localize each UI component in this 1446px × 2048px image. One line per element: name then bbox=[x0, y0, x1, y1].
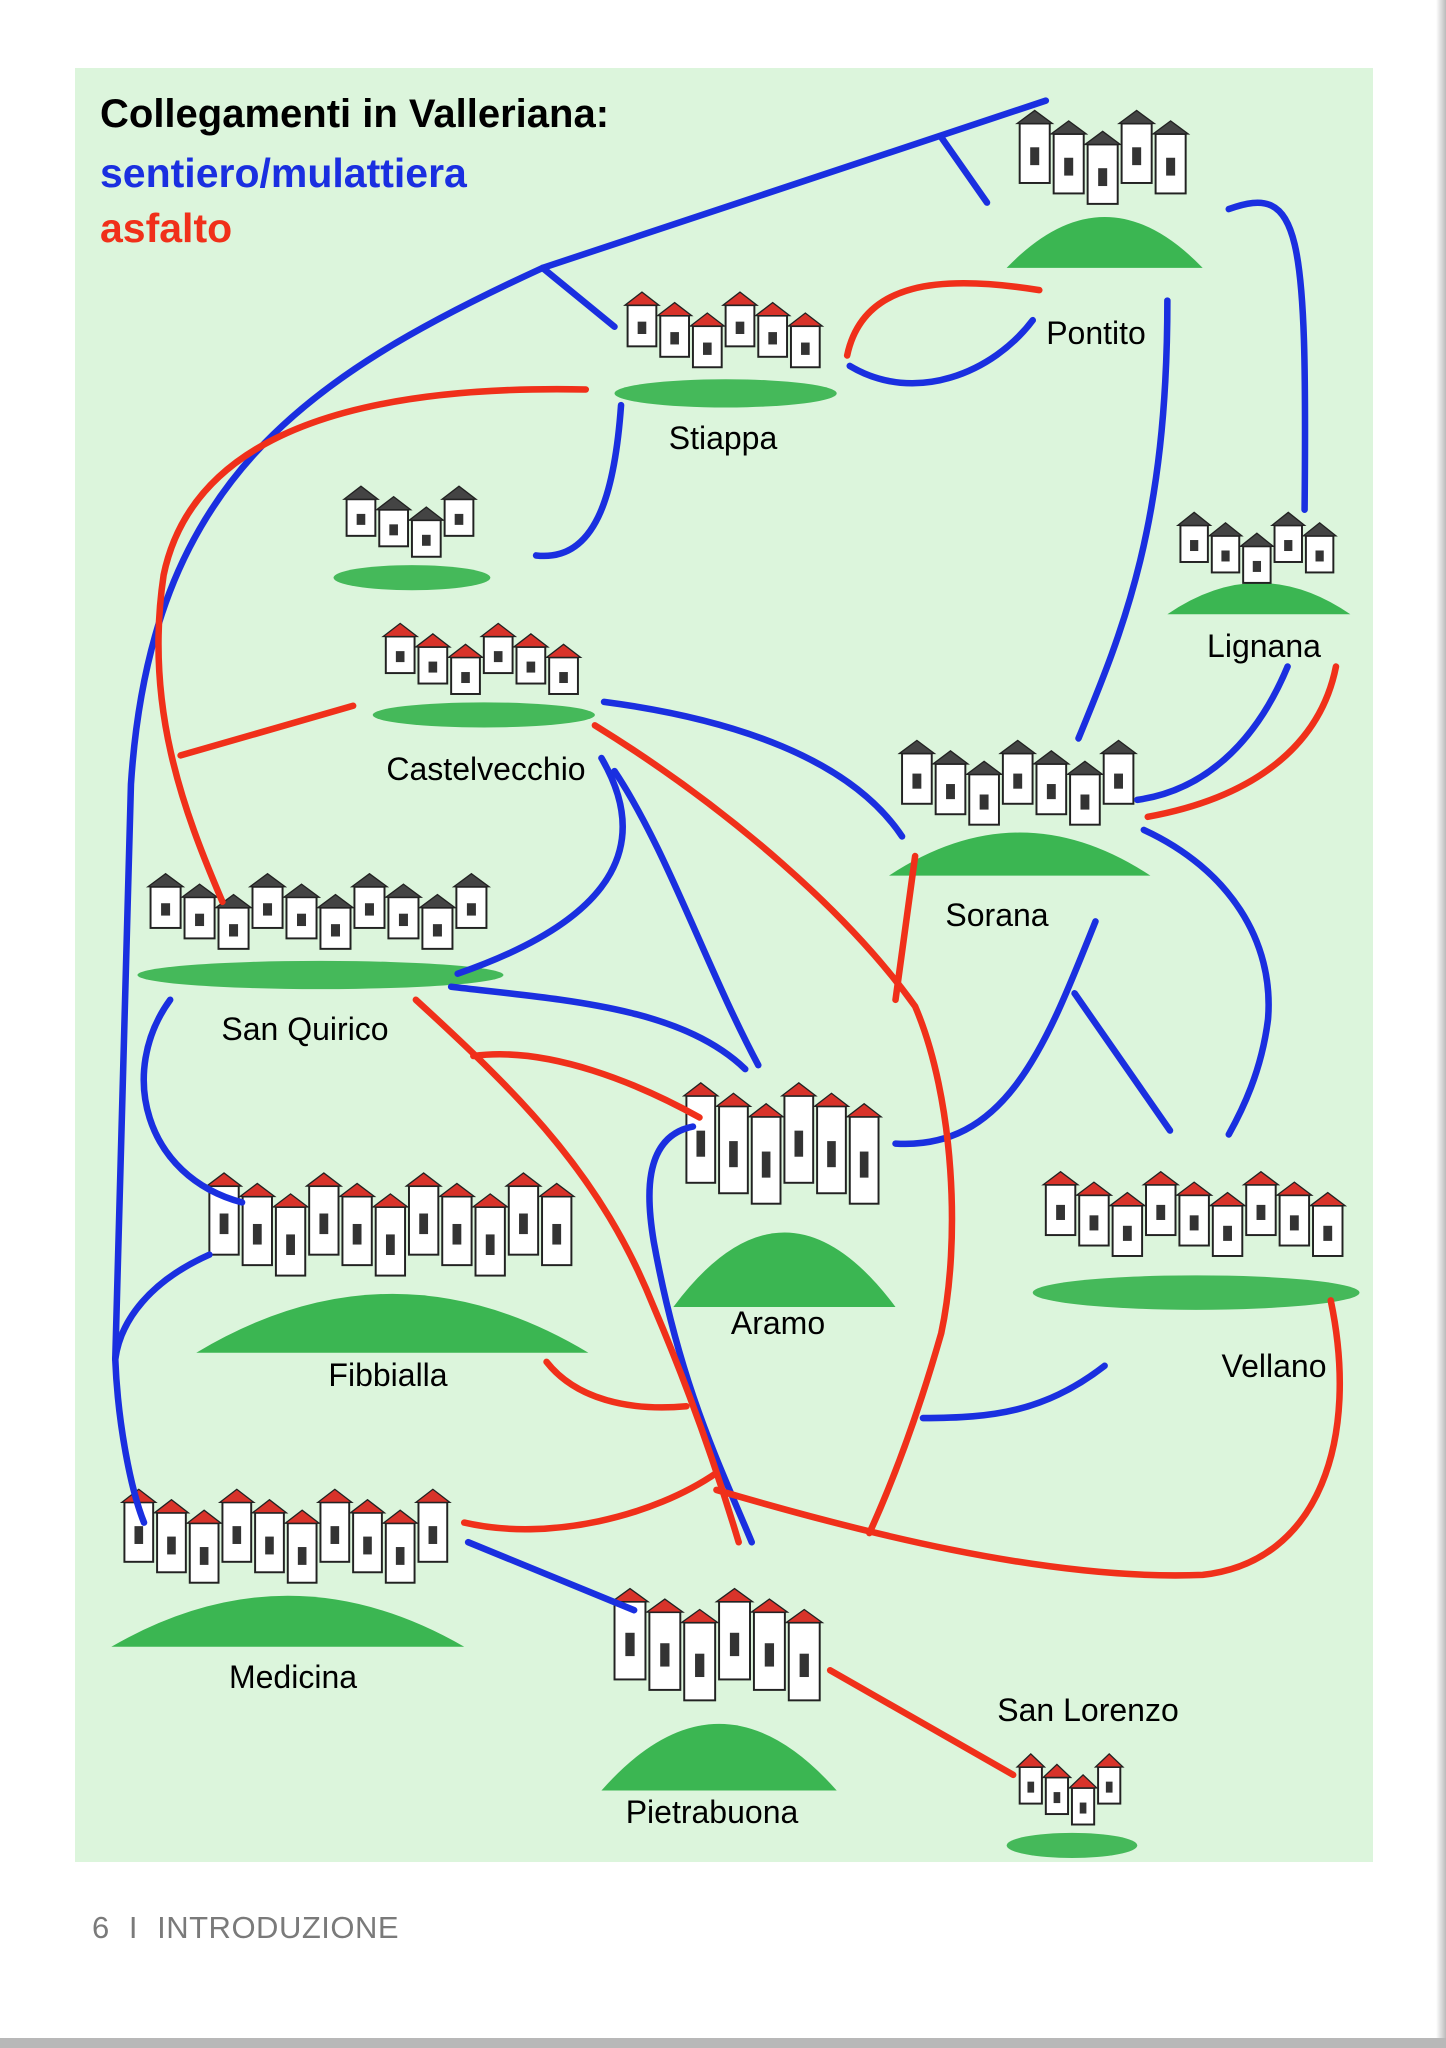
path-branch-pontito bbox=[937, 133, 991, 206]
town-illustrations bbox=[111, 109, 1360, 1858]
path-pontito-sorana bbox=[1075, 297, 1171, 742]
page-number: 6 bbox=[92, 1910, 110, 1945]
town-illustration-pontito bbox=[1006, 109, 1203, 268]
town-label-fibbialla: Fibbialla bbox=[328, 1357, 448, 1393]
path-sorana-aramo bbox=[892, 918, 1099, 1147]
path-pontito-lignana bbox=[1225, 199, 1309, 513]
town-illustration-vellano bbox=[1032, 1170, 1360, 1310]
path-fibbialla-medicina bbox=[111, 1251, 213, 1363]
town-label-medicina: Medicina bbox=[228, 1659, 358, 1695]
path-sorana-vellano-east bbox=[1140, 826, 1272, 1138]
town-label-castelvecchio: Castelvecchio bbox=[386, 751, 586, 787]
town-label-vellano: Vellano bbox=[1221, 1348, 1327, 1384]
page-footer: 6 I INTRODUZIONE bbox=[92, 1910, 399, 1946]
roads bbox=[155, 279, 1344, 1779]
footpaths bbox=[111, 97, 1309, 1614]
road-to-aramo bbox=[470, 1051, 703, 1121]
road-vellano-loop bbox=[713, 1297, 1344, 1579]
path-castelvecchio-sanquirico bbox=[454, 754, 626, 977]
path-sanquirico-aramo bbox=[447, 983, 749, 1073]
path-sanquirico-fibbialla bbox=[140, 996, 246, 1206]
town-illustration-san-lorenzo bbox=[1006, 1753, 1138, 1858]
road-stiappa-pontito bbox=[843, 279, 1043, 359]
road-castelvecchio-south bbox=[591, 722, 956, 1537]
town-label-sorana: Sorana bbox=[945, 897, 1049, 933]
path-lignana-sorana bbox=[1134, 663, 1291, 804]
town-illustration-castelvecchio bbox=[372, 622, 595, 728]
town-label-stiappa: Stiappa bbox=[668, 420, 778, 456]
path-castelvecchio-aramo bbox=[611, 767, 762, 1069]
road-lignana-sorana bbox=[1144, 663, 1340, 821]
path-outer-loop bbox=[111, 97, 1050, 1526]
town-illustration-castelvecchio-church bbox=[333, 485, 491, 591]
footer-separator: I bbox=[128, 1910, 138, 1945]
legend-road: asfalto bbox=[100, 205, 233, 251]
road-stiappa-sanquirico bbox=[155, 385, 590, 906]
path-stiappa-pontito bbox=[846, 316, 1037, 387]
town-illustration-lignana bbox=[1167, 511, 1351, 615]
page-edge-bottom bbox=[0, 2038, 1446, 2048]
town-label-san-lorenzo: San Lorenzo bbox=[997, 1692, 1179, 1728]
town-illustration-san-quirico bbox=[137, 872, 504, 990]
town-illustration-sorana bbox=[888, 739, 1151, 876]
road-fibbialla bbox=[543, 1358, 690, 1411]
road-castelvecchio-west bbox=[177, 702, 357, 759]
map-title: Collegamenti in Valleriana: bbox=[100, 92, 610, 136]
path-vellano-west bbox=[919, 1362, 1108, 1422]
path-stiappa-castelvecchio bbox=[532, 401, 625, 560]
town-label-lignana: Lignana bbox=[1207, 628, 1321, 664]
legend-footpath: sentiero/mulattiera bbox=[100, 150, 467, 196]
town-illustration-fibbialla bbox=[196, 1172, 589, 1353]
road-sanquirico-pietrabuona bbox=[412, 996, 742, 1546]
town-illustration-medicina bbox=[111, 1488, 465, 1647]
path-sorana-vellano bbox=[1071, 990, 1174, 1134]
path-castelvecchio-sorana bbox=[600, 698, 906, 840]
town-illustration-stiappa bbox=[614, 291, 837, 408]
path-medicina-pietrabuona bbox=[464, 1538, 638, 1614]
town-illustration-pietrabuona bbox=[601, 1587, 837, 1791]
section-title: INTRODUZIONE bbox=[157, 1910, 400, 1945]
road-medicina bbox=[460, 1469, 720, 1533]
page-edge bbox=[1436, 0, 1446, 2048]
path-aramo-pietrabuona bbox=[646, 1123, 756, 1546]
path-branch-stiappa bbox=[539, 264, 618, 331]
town-label-san-quirico: San Quirico bbox=[221, 1011, 389, 1047]
road-pietrabuona-sanlorenzo bbox=[826, 1667, 1017, 1779]
town-label-pietrabuona: Pietrabuona bbox=[625, 1794, 799, 1830]
town-label-aramo: Aramo bbox=[730, 1305, 826, 1341]
town-illustration-aramo bbox=[673, 1081, 896, 1307]
town-label-pontito: Pontito bbox=[1046, 315, 1146, 351]
road-sorana-aramo bbox=[892, 852, 919, 1004]
